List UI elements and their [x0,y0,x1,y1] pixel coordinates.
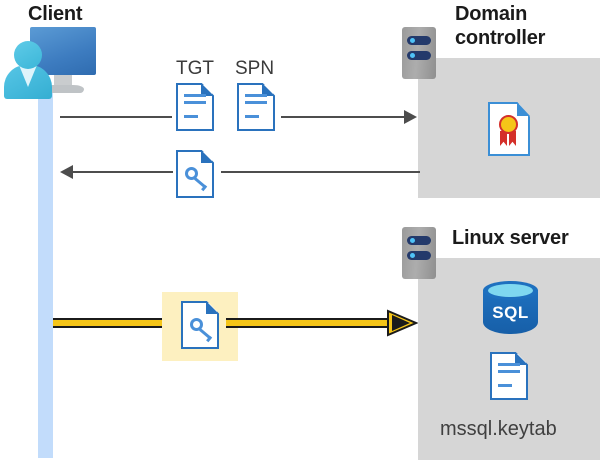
keytab-filename-label: mssql.keytab [440,418,557,440]
tgt-label: TGT [176,58,214,79]
document-page-icon [237,83,275,131]
reply-arrow-segment-right [221,171,420,173]
document-text-line [184,115,198,118]
tgt-document-icon [176,83,214,131]
server-bay-icon [407,36,431,45]
document-text-line [184,101,206,104]
database-top-inner-icon [488,284,533,297]
domain-controller-server-icon [402,27,436,79]
client-title: Client [28,3,83,25]
document-text-line [245,101,267,104]
document-page-icon [176,83,214,131]
domain-controller-title-line2: controller [455,27,546,49]
key-ring-icon [190,318,203,331]
monitor-neck-icon [54,75,72,87]
document-fold-icon [201,150,214,163]
server-led-icon [410,253,415,258]
linux-server-title: Linux server [452,227,569,249]
document-page-icon [490,352,528,400]
server-bay-icon [407,236,431,245]
reply-arrow-head-icon [60,165,73,179]
keytab-arrow-head-icon [386,307,419,339]
sql-database-icon: SQL [483,281,538,343]
reply-arrow-segment-left [73,171,173,173]
request-arrow-segment-left [60,116,172,118]
spn-label: SPN [235,58,275,79]
server-led-icon [410,238,415,243]
client-workstation-icon [4,27,96,99]
spn-document-icon [237,83,275,131]
server-bay-icon [407,51,431,60]
document-text-line [498,363,520,366]
client-lifeline [38,88,53,458]
document-text-line [498,384,512,387]
domain-controller-title-line1: Domain [455,3,528,25]
linux-server-icon [402,227,436,279]
seal-ribbon-right-icon [509,131,516,146]
server-led-icon [410,38,415,43]
document-text-line [498,370,520,373]
request-arrow-head-icon [404,110,417,124]
keytab-document-icon [490,352,528,400]
domain-controller-title: Domain controller [455,2,595,50]
monitor-base-icon [42,85,84,93]
seal-ribbon-left-icon [500,131,507,146]
request-arrow-segment-right [281,116,406,118]
server-led-icon [410,53,415,58]
key-ring-icon [185,167,198,180]
document-text-line [245,94,267,97]
server-bay-icon [407,251,431,260]
keytab-arrow-segment-left [53,318,165,328]
user-head-icon [14,41,42,69]
seal-medal-icon [499,115,518,134]
certificate-icon [488,102,530,156]
document-text-line [184,94,206,97]
keytab-key-document-icon [181,301,219,349]
ticket-key-document-icon [176,150,214,198]
document-text-line [245,115,259,118]
keytab-arrow-segment-right [226,318,390,328]
sql-label: SQL [492,303,529,322]
